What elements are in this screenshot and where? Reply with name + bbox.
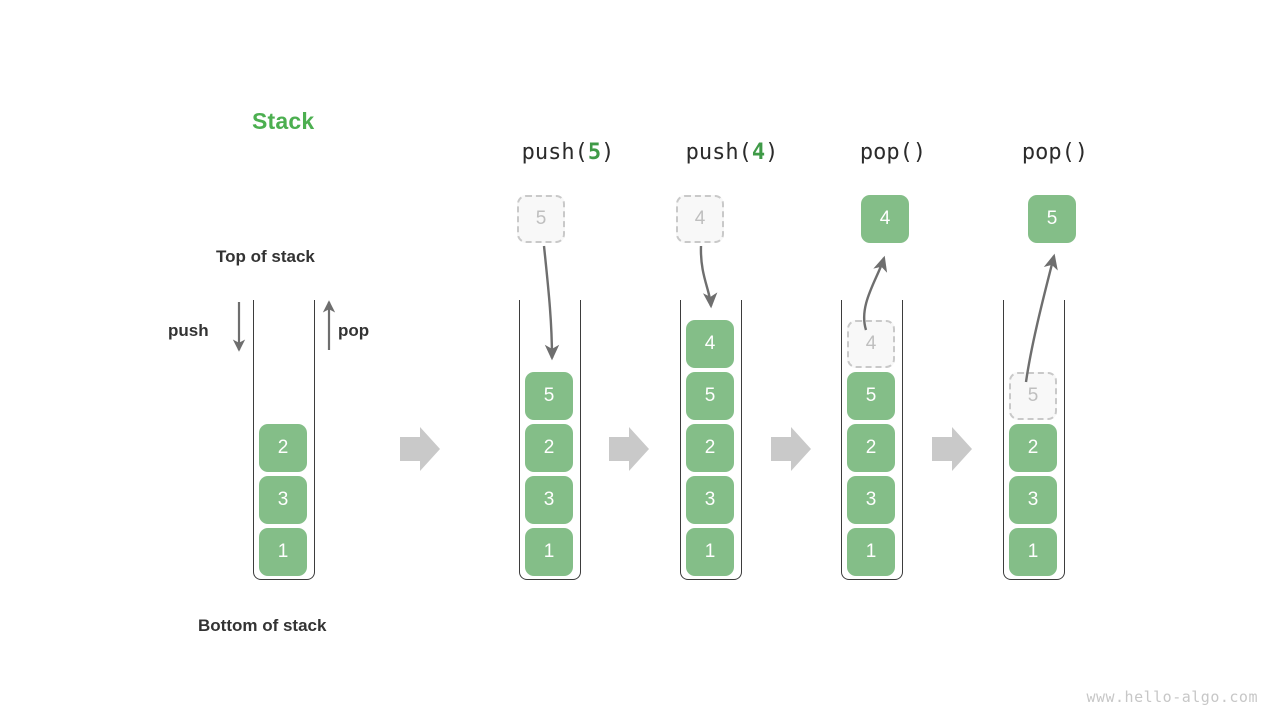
- stack-box: 3: [525, 476, 573, 524]
- op-label-pop-5: pop(): [955, 140, 1155, 165]
- top-of-stack-label: Top of stack: [216, 247, 315, 266]
- stack-container-pop-5: [1003, 300, 1065, 580]
- stack-box: 5: [686, 372, 734, 420]
- stack-container-push-4: [680, 300, 742, 580]
- incoming-ghost-box: 5: [517, 195, 565, 243]
- stack-box: 2: [686, 424, 734, 472]
- stack-box: 3: [847, 476, 895, 524]
- vacated-ghost-box: 4: [847, 320, 895, 368]
- op-paren: ): [601, 140, 615, 165]
- stack-box: 1: [525, 528, 573, 576]
- transition-arrow-1: [400, 427, 440, 471]
- op-paren: ): [765, 140, 779, 165]
- stack-box: 2: [1009, 424, 1057, 472]
- stack-box: 5: [525, 372, 573, 420]
- popped-box: 4: [861, 195, 909, 243]
- stack-box: 2: [259, 424, 307, 472]
- op-name: push(: [685, 140, 752, 165]
- stack-box: 2: [847, 424, 895, 472]
- stack-container-initial: [253, 300, 315, 580]
- push-4-motion-arrow: [699, 245, 718, 309]
- op-paren: ): [912, 140, 927, 165]
- stack-container-pop-4: [841, 300, 903, 580]
- stack-box: 4: [686, 320, 734, 368]
- stack-box: 1: [686, 528, 734, 576]
- op-paren: ): [1074, 140, 1089, 165]
- op-label-push-5: push(5): [468, 140, 668, 165]
- transition-arrow-4: [932, 427, 972, 471]
- op-label-push-4: push(4): [632, 140, 832, 165]
- stack-box: 1: [1009, 528, 1057, 576]
- bottom-of-stack-label: Bottom of stack: [198, 616, 327, 635]
- stack-box: 3: [1009, 476, 1057, 524]
- popped-box: 5: [1028, 195, 1076, 243]
- op-argument: 5: [587, 140, 602, 165]
- stack-box: 3: [686, 476, 734, 524]
- transition-arrow-2: [609, 427, 649, 471]
- op-name: push(: [521, 140, 588, 165]
- stack-box: 2: [525, 424, 573, 472]
- transition-arrow-3: [771, 427, 811, 471]
- push-label: push: [168, 321, 209, 340]
- stack-container-push-5: [519, 300, 581, 580]
- op-name: pop(: [859, 140, 913, 165]
- vacated-ghost-box: 5: [1009, 372, 1057, 420]
- stack-box: 5: [847, 372, 895, 420]
- page-title: Stack: [252, 108, 315, 134]
- op-label-pop-4: pop(): [793, 140, 993, 165]
- stack-box: 3: [259, 476, 307, 524]
- pop-label: pop: [338, 321, 370, 340]
- op-name: pop(: [1021, 140, 1075, 165]
- incoming-ghost-box: 4: [676, 195, 724, 243]
- op-argument: 4: [751, 140, 766, 165]
- watermark: www.hello-algo.com: [1086, 688, 1258, 706]
- stack-box: 1: [259, 528, 307, 576]
- stack-box: 1: [847, 528, 895, 576]
